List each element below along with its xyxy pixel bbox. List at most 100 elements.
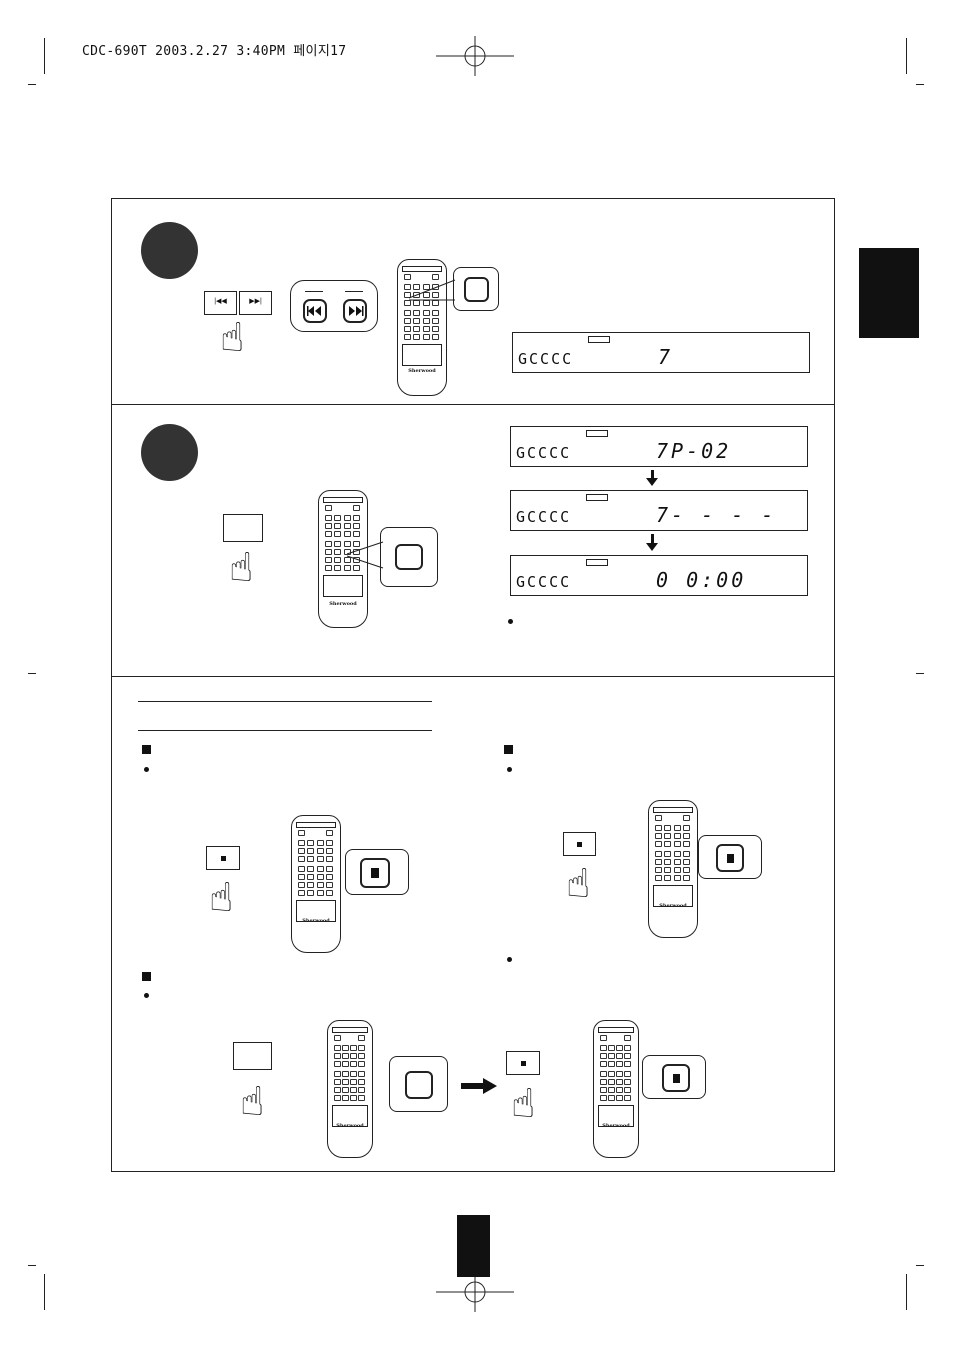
remote-button[interactable] [307, 890, 315, 896]
remote-button[interactable] [334, 541, 342, 547]
remote-button[interactable] [353, 565, 360, 571]
remote-button[interactable] [326, 866, 333, 872]
remote-button[interactable] [316, 840, 324, 846]
remote-button[interactable] [624, 1053, 631, 1059]
remote-button[interactable] [432, 310, 439, 316]
remote-button[interactable] [298, 866, 305, 872]
remote-button[interactable] [608, 1061, 615, 1067]
remote-button[interactable] [316, 874, 324, 880]
remote-button[interactable] [413, 292, 421, 298]
remote-button[interactable] [608, 1071, 615, 1077]
remote-button[interactable] [298, 830, 305, 836]
remote-button[interactable] [413, 334, 421, 340]
remote-button[interactable] [358, 1045, 365, 1051]
remote-button[interactable] [616, 1071, 623, 1077]
remote-button[interactable] [326, 882, 333, 888]
remote-button[interactable] [673, 875, 681, 881]
remote-button[interactable] [673, 851, 681, 857]
remote-button[interactable] [655, 833, 662, 839]
remote-button[interactable] [298, 848, 305, 854]
remote-button[interactable] [342, 1087, 349, 1093]
remote-button[interactable] [404, 326, 411, 332]
highlighted-button[interactable] [395, 544, 423, 570]
remote-button[interactable] [608, 1045, 615, 1051]
remote-button[interactable] [624, 1035, 631, 1041]
remote-button[interactable] [343, 515, 351, 521]
remote-button[interactable] [325, 531, 332, 537]
remote-button[interactable] [350, 1087, 357, 1093]
remote-button[interactable] [326, 890, 333, 896]
remote-button[interactable] [624, 1045, 631, 1051]
remote-button[interactable] [342, 1071, 349, 1077]
remote-button[interactable] [432, 318, 439, 324]
remote-button[interactable] [307, 866, 315, 872]
remote-button[interactable] [673, 825, 681, 831]
remote-button[interactable] [655, 815, 662, 821]
remote-button[interactable] [683, 851, 690, 857]
remote-button[interactable] [664, 851, 672, 857]
remote-button[interactable] [624, 1071, 631, 1077]
remote-button[interactable] [422, 310, 430, 316]
remote-button[interactable] [358, 1061, 365, 1067]
remote-button[interactable] [342, 1079, 349, 1085]
remote-button[interactable] [343, 565, 351, 571]
remote-button[interactable] [353, 515, 360, 521]
remote-button[interactable] [326, 830, 333, 836]
remote-button[interactable] [358, 1035, 365, 1041]
stop-button[interactable] [716, 844, 744, 872]
remote-button[interactable] [616, 1095, 623, 1101]
remote-button[interactable] [316, 882, 324, 888]
remote-button[interactable] [616, 1079, 623, 1085]
remote-button[interactable] [342, 1045, 349, 1051]
remote-button[interactable] [664, 825, 672, 831]
remote-button[interactable] [655, 851, 662, 857]
remote-button[interactable] [342, 1053, 349, 1059]
remote-button[interactable] [404, 300, 411, 306]
remote-button[interactable] [683, 875, 690, 881]
program-key[interactable] [223, 514, 263, 542]
remote-button[interactable] [600, 1087, 607, 1093]
remote-button[interactable] [316, 856, 324, 862]
remote-button[interactable] [326, 848, 333, 854]
remote-button[interactable] [350, 1053, 357, 1059]
remote-button[interactable] [343, 523, 351, 529]
remote-button[interactable] [353, 505, 360, 511]
remote-button[interactable] [358, 1087, 365, 1093]
remote-button[interactable] [325, 549, 332, 555]
remote-button[interactable] [432, 334, 439, 340]
remote-button[interactable] [404, 292, 411, 298]
remote-button[interactable] [673, 841, 681, 847]
remote-button[interactable] [326, 874, 333, 880]
highlighted-button[interactable] [405, 1071, 433, 1099]
remote-button[interactable] [413, 310, 421, 316]
remote-button[interactable] [664, 859, 672, 865]
remote-button[interactable] [624, 1079, 631, 1085]
remote-button[interactable] [413, 284, 421, 290]
remote-button[interactable] [350, 1061, 357, 1067]
remote-button[interactable] [422, 318, 430, 324]
remote-button[interactable] [664, 867, 672, 873]
remote-button[interactable] [673, 833, 681, 839]
remote-button[interactable] [683, 867, 690, 873]
remote-button[interactable] [683, 815, 690, 821]
stop-button[interactable] [360, 858, 390, 888]
remote-button[interactable] [353, 541, 360, 547]
remote-button[interactable] [664, 875, 672, 881]
remote-button[interactable] [334, 1061, 341, 1067]
remote-button[interactable] [404, 274, 411, 280]
remote-button[interactable] [432, 326, 439, 332]
remote-button[interactable] [326, 856, 333, 862]
stop-key[interactable] [506, 1051, 540, 1075]
remote-button[interactable] [298, 890, 305, 896]
remote-button[interactable] [334, 1087, 341, 1093]
remote-button[interactable] [624, 1061, 631, 1067]
remote-button[interactable] [358, 1053, 365, 1059]
remote-button[interactable] [600, 1061, 607, 1067]
remote-button[interactable] [316, 866, 324, 872]
remote-button[interactable] [600, 1071, 607, 1077]
remote-button[interactable] [334, 565, 342, 571]
remote-button[interactable] [422, 326, 430, 332]
remote-button[interactable] [307, 874, 315, 880]
remote-button[interactable] [325, 557, 332, 563]
remote-button[interactable] [307, 882, 315, 888]
